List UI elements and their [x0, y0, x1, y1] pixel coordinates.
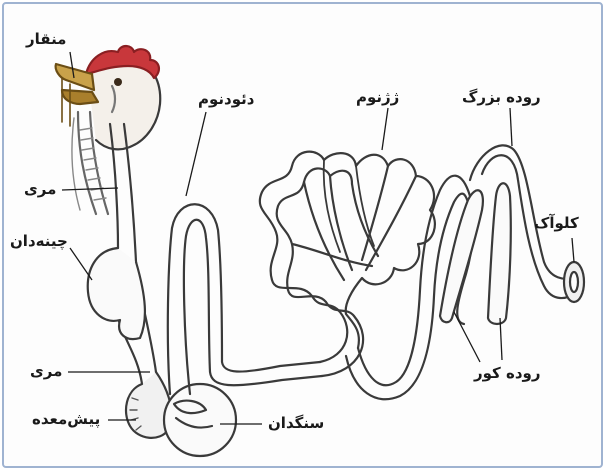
- label-gizzard: سنگدان: [268, 416, 324, 431]
- label-jejunum: ژژنوم: [356, 90, 399, 105]
- label-esophagus-upper: مری: [24, 182, 56, 197]
- gizzard-shape: [164, 384, 236, 456]
- label-cecum: روده کور: [474, 366, 541, 381]
- leader-jejunum: [382, 108, 388, 150]
- label-cloaca: کلوآک: [534, 216, 579, 231]
- cecum-pair: [440, 183, 511, 324]
- leader-esophagus-upper: [62, 188, 118, 190]
- label-proventriculus: پیش‌معده: [32, 412, 100, 427]
- label-esophagus-lower: مری: [30, 364, 62, 379]
- label-crop: چینه‌دان: [10, 234, 68, 249]
- leader-duodenum: [186, 112, 206, 196]
- leader-cloaca: [572, 238, 574, 262]
- leader-cecum-a: [454, 312, 480, 362]
- jejunum-coils: [260, 152, 435, 376]
- chicken-head: [86, 46, 160, 149]
- duodenum-loop: [168, 204, 322, 394]
- cloaca-shape: [564, 262, 584, 302]
- leader-large-intestine: [510, 108, 512, 146]
- label-large-intestine: روده بزرگ: [462, 90, 541, 105]
- leader-crop: [70, 248, 92, 280]
- label-duodenum: دئودنوم: [198, 92, 254, 107]
- beak-shape: [56, 64, 98, 126]
- label-beak: منقار: [26, 32, 66, 47]
- crop-shape: [88, 248, 145, 339]
